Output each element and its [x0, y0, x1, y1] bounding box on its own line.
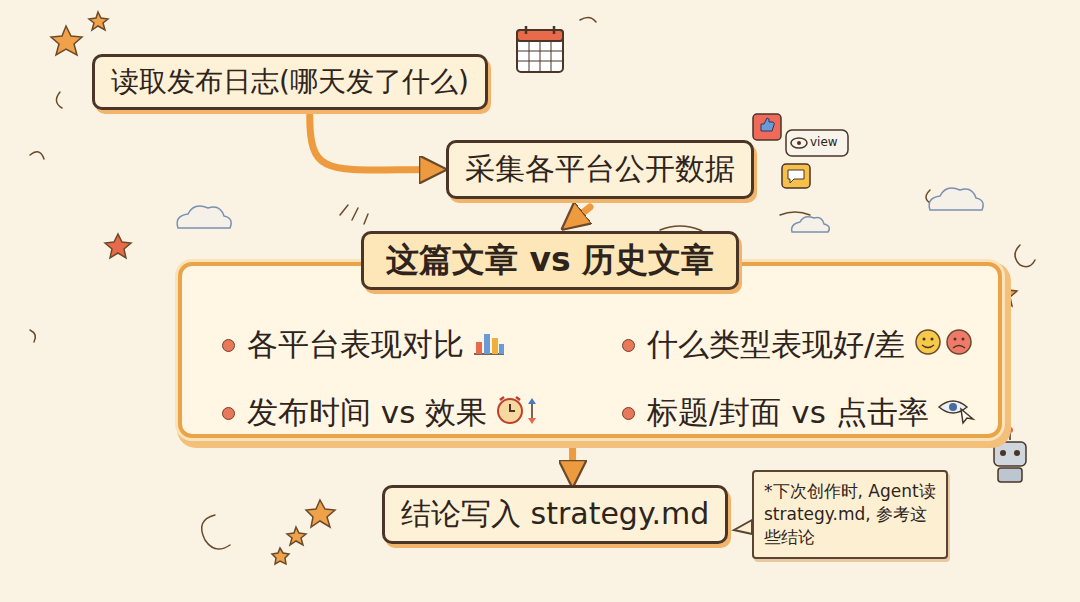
box-text: 结论写入 strategy.md: [401, 494, 709, 535]
item-icon: [495, 394, 541, 433]
social-icons: [753, 114, 848, 188]
box-text: 读取发布日志(哪天发了什么): [111, 63, 469, 101]
note-box: *下次创作时, Agent读strategy.md, 参考这些结论: [752, 470, 948, 559]
list-item: 发布时间 vs 效果: [222, 392, 622, 434]
item-grid: 各平台表现对比 什么类型表现好/差发布时间 vs 效果 标题/封面 vs 点击率: [222, 324, 978, 434]
item-icon: [913, 327, 975, 364]
panel-heading: 这篇文章 vs 历史文章: [361, 231, 739, 290]
item-icon: [472, 327, 506, 363]
output-box: 结论写入 strategy.md: [382, 485, 728, 544]
list-item: 各平台表现对比: [222, 324, 622, 366]
item-text: 各平台表现对比: [247, 324, 464, 366]
flow-arrow: [310, 116, 436, 170]
item-text: 什么类型表现好/差: [647, 324, 905, 366]
robot-icon: [994, 427, 1026, 482]
calendar-icon: [517, 26, 563, 72]
process-box: 读取发布日志(哪天发了什么): [92, 54, 488, 110]
stars: [51, 12, 1017, 564]
icon-label: view: [810, 135, 838, 149]
box-text: 采集各平台公开数据: [465, 149, 735, 190]
bullet-dot: [222, 339, 235, 352]
list-item: 什么类型表现好/差: [622, 324, 1002, 366]
note-text: *下次创作时, Agent读strategy.md, 参考这些结论: [764, 480, 936, 549]
bullet-dot: [622, 339, 635, 352]
note-pointer: [734, 520, 752, 534]
flow-arrow: [570, 207, 590, 223]
bullet-dot: [222, 407, 235, 420]
bullet-dot: [622, 407, 635, 420]
item-icon: [937, 395, 977, 432]
process-box: 采集各平台公开数据: [446, 140, 754, 199]
compare-panel: 这篇文章 vs 历史文章各平台表现对比什么类型表现好/差发布时间 vs 效果标题…: [178, 262, 1002, 438]
item-text: 标题/封面 vs 点击率: [647, 392, 929, 434]
item-text: 发布时间 vs 效果: [247, 392, 487, 434]
flow-arrow: [569, 444, 576, 477]
list-item: 标题/封面 vs 点击率: [622, 392, 1002, 434]
